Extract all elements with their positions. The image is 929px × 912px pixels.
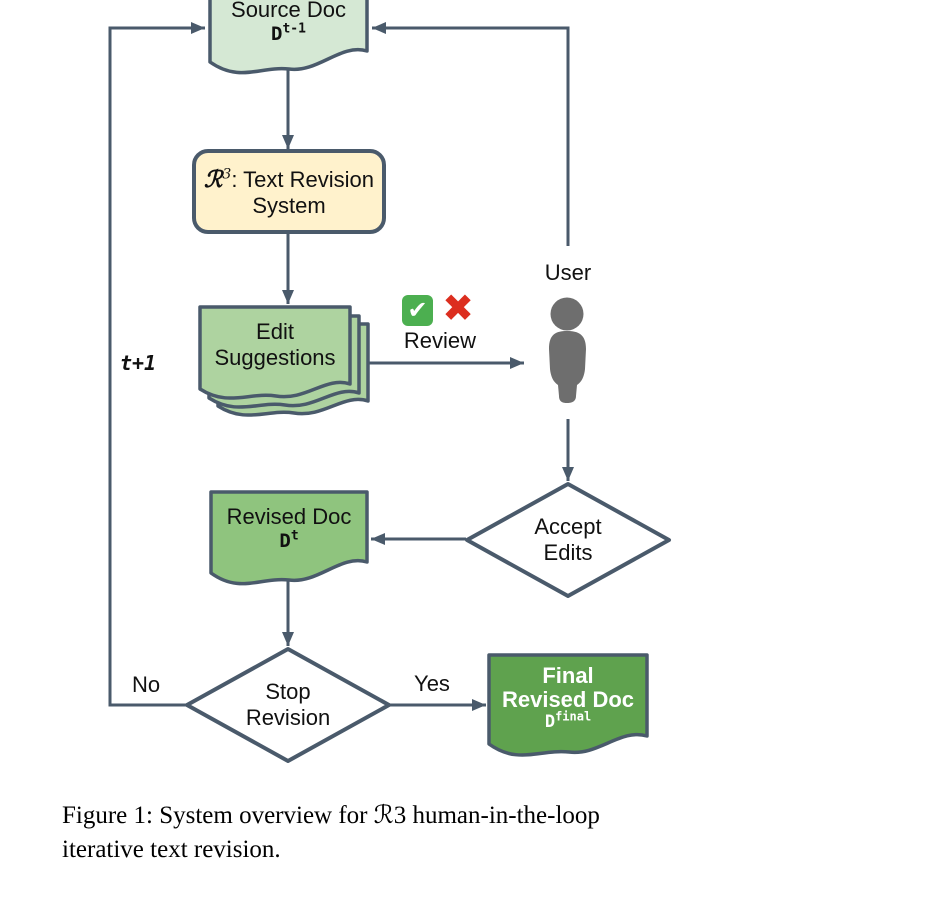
revision-system-shape bbox=[192, 149, 386, 234]
source-doc-title: Source Doc bbox=[231, 0, 346, 22]
revision-system-line2: System bbox=[252, 193, 326, 219]
accept-edits-shape bbox=[465, 482, 671, 598]
edit-suggestions-label: Edit Suggestions bbox=[214, 319, 336, 370]
revised-doc-symbol: Dt bbox=[279, 528, 299, 552]
stop-revision-shape bbox=[185, 647, 391, 763]
user-to-source-arrow bbox=[372, 22, 570, 246]
final-doc-symbol: Dfinal bbox=[544, 708, 592, 732]
no-label: No bbox=[131, 672, 161, 697]
final-revised-doc-label: Final Revised Doc Dfinal bbox=[489, 664, 647, 733]
stop-revision-label: Stop Revision bbox=[245, 679, 331, 730]
review-label: Review bbox=[403, 328, 477, 353]
revision-system-line1: ℛ3: Text Revision bbox=[204, 166, 374, 193]
revised-doc-label: Revised Doc Dt bbox=[211, 504, 367, 554]
user-label: User bbox=[544, 260, 592, 285]
source-doc-symbol: Dt-1 bbox=[271, 21, 306, 45]
no-loop-arrow bbox=[108, 22, 205, 707]
source-doc-label: Source Doc Dt-1 bbox=[210, 0, 367, 47]
user-icon bbox=[549, 297, 586, 403]
caption-line-1: Figure 1: System overview for ℛ3 human-i… bbox=[62, 802, 600, 829]
accept-edits-label: Accept Edits bbox=[534, 514, 602, 565]
caption-line-2: iterative text revision. bbox=[62, 835, 281, 863]
cross-icon: ✖ bbox=[442, 288, 474, 330]
source-doc-shape bbox=[208, 0, 369, 75]
yes-label: Yes bbox=[414, 671, 450, 696]
figure-caption: Figure 1: System overview for ℛ3 human-i… bbox=[62, 799, 762, 866]
iteration-label: t+1 bbox=[119, 351, 157, 375]
edit-suggestions-sheet-front bbox=[198, 305, 352, 400]
check-icon: ✔ bbox=[402, 295, 433, 326]
final-revised-doc-shape bbox=[487, 653, 649, 757]
revised-doc-title: Revised Doc bbox=[226, 504, 352, 529]
revision-system-label: ℛ3: Text Revision System bbox=[194, 166, 384, 219]
edit-suggestions-stack bbox=[198, 305, 370, 417]
revised-doc-shape bbox=[209, 490, 369, 586]
